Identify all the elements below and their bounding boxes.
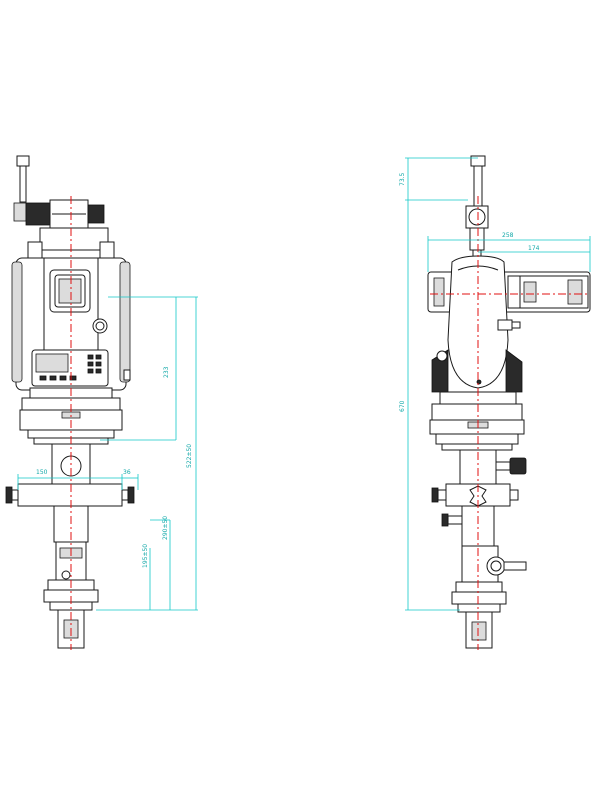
side-standard xyxy=(431,255,523,393)
side-view xyxy=(427,155,591,650)
side-dimensions: 73.5 670 258 174 xyxy=(399,157,591,611)
front-view xyxy=(5,155,135,650)
front-display xyxy=(35,353,69,373)
dim-670: 670 xyxy=(399,400,406,412)
dim-36: 36 xyxy=(123,469,131,476)
dim-522: 522±50 xyxy=(186,444,193,468)
side-sight-handle xyxy=(465,155,489,261)
dim-174: 174 xyxy=(528,245,540,252)
dim-73-5: 73.5 xyxy=(399,172,406,186)
front-cross-bar xyxy=(5,483,135,507)
dim-258: 258 xyxy=(502,232,514,239)
dim-290: 290±50 xyxy=(162,516,169,540)
front-sight-handle xyxy=(13,155,105,229)
side-cross-clamp xyxy=(431,483,519,507)
side-tribrach xyxy=(429,391,525,451)
front-yoke-top xyxy=(39,227,109,251)
side-base-clamp xyxy=(451,581,507,613)
dim-150: 150 xyxy=(36,469,48,476)
dim-233: 233 xyxy=(163,366,170,378)
dim-195: 195±50 xyxy=(142,544,149,568)
front-dimensions: 150 36 233 290±50 195±50 522±50 xyxy=(17,296,198,611)
